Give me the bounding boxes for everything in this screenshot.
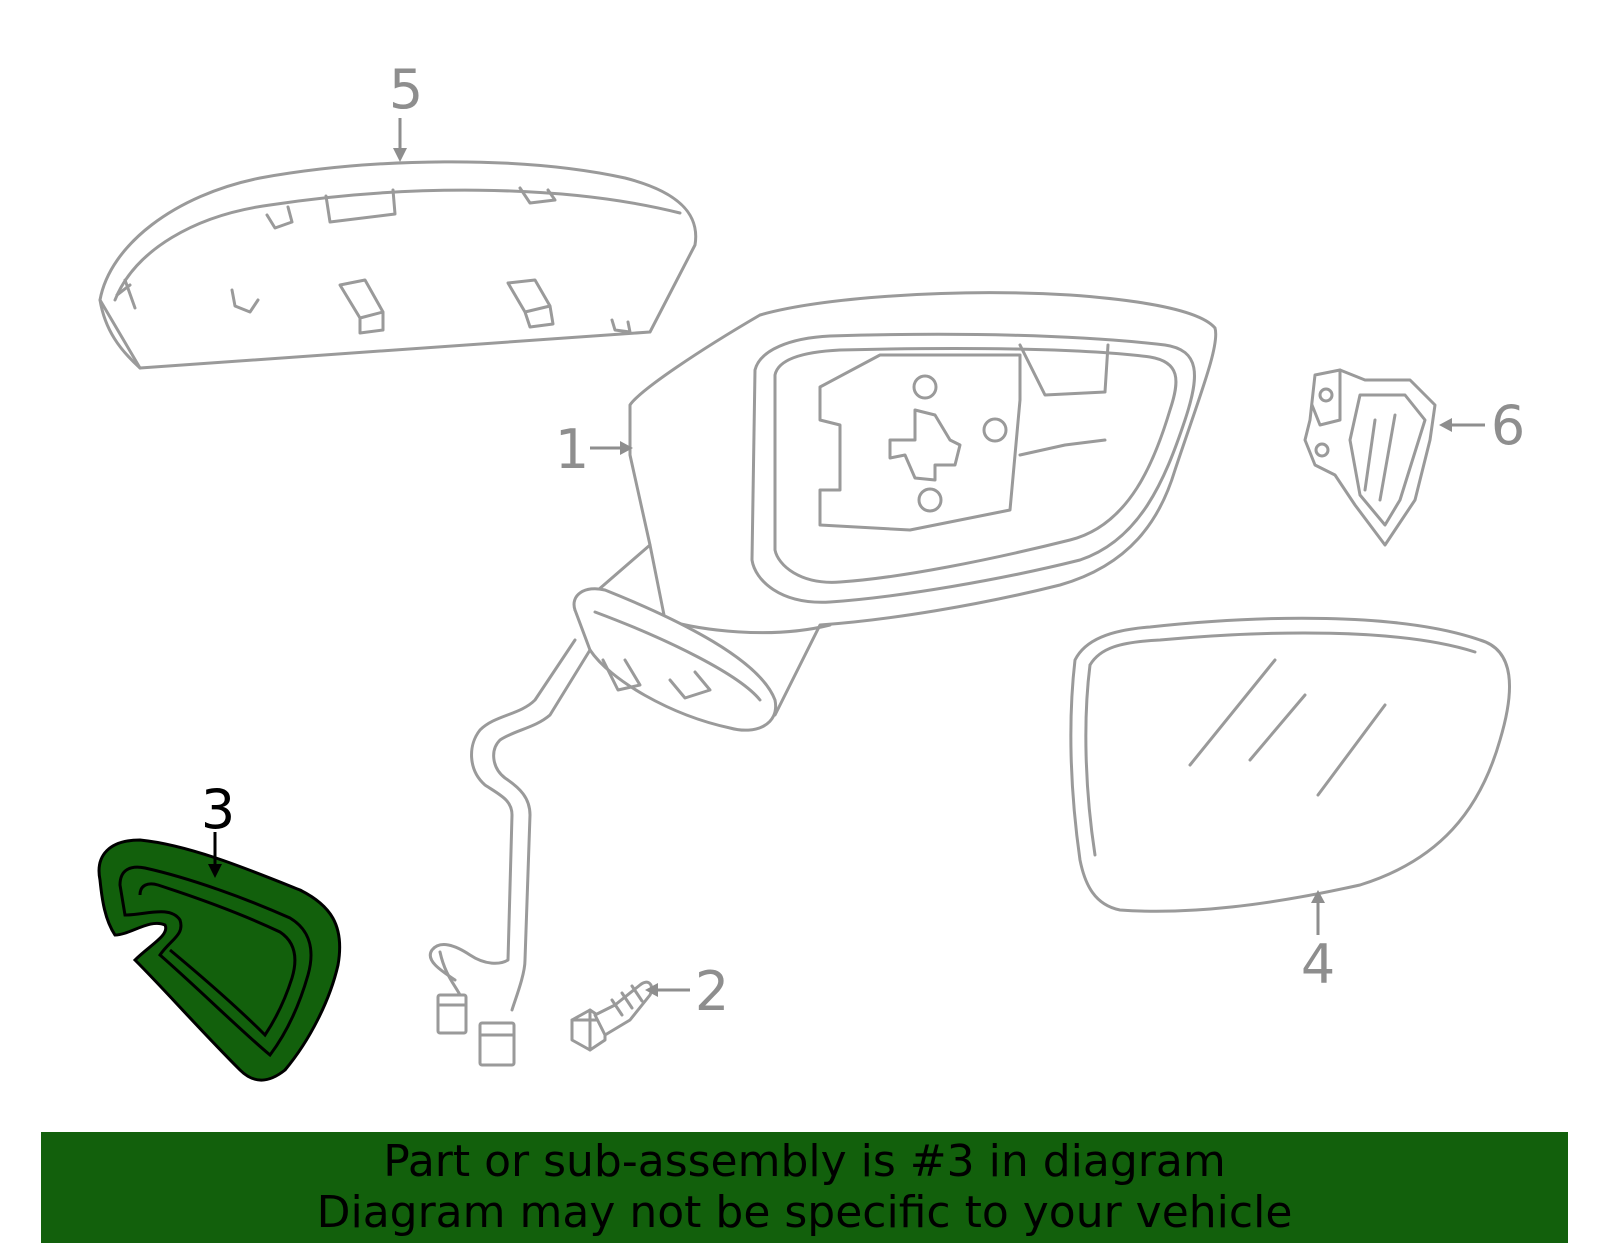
- part-4-mirror-glass[interactable]: [1069, 616, 1511, 913]
- part-1-mirror-assembly[interactable]: [428, 291, 1218, 1067]
- part-3-highlight-fill: [97, 838, 342, 1082]
- callout-arrow-5: [393, 118, 407, 162]
- part-3-gasket[interactable]: [97, 838, 342, 1082]
- part-2-bolt[interactable]: [570, 980, 654, 1052]
- callout-3: 3: [201, 778, 235, 841]
- callout-arrow-6: [1439, 418, 1485, 432]
- callout-4: 4: [1301, 933, 1335, 996]
- part-6-signal-lamp[interactable]: [1303, 368, 1437, 547]
- info-banner: Part or sub-assembly is #3 in diagram Di…: [41, 1132, 1568, 1243]
- callout-6: 6: [1491, 394, 1525, 457]
- part-5-mirror-cover[interactable]: [98, 160, 698, 370]
- callout-arrow-1: [590, 441, 633, 455]
- banner-line-2: Diagram may not be specific to your vehi…: [316, 1187, 1293, 1238]
- callout-2: 2: [695, 960, 729, 1023]
- callout-arrow-3: [208, 832, 222, 878]
- callout-1: 1: [555, 418, 589, 481]
- callout-arrow-4: [1311, 890, 1325, 935]
- banner-line-1: Part or sub-assembly is #3 in diagram: [383, 1136, 1226, 1187]
- callout-5: 5: [389, 58, 423, 121]
- callout-arrow-2: [645, 983, 690, 997]
